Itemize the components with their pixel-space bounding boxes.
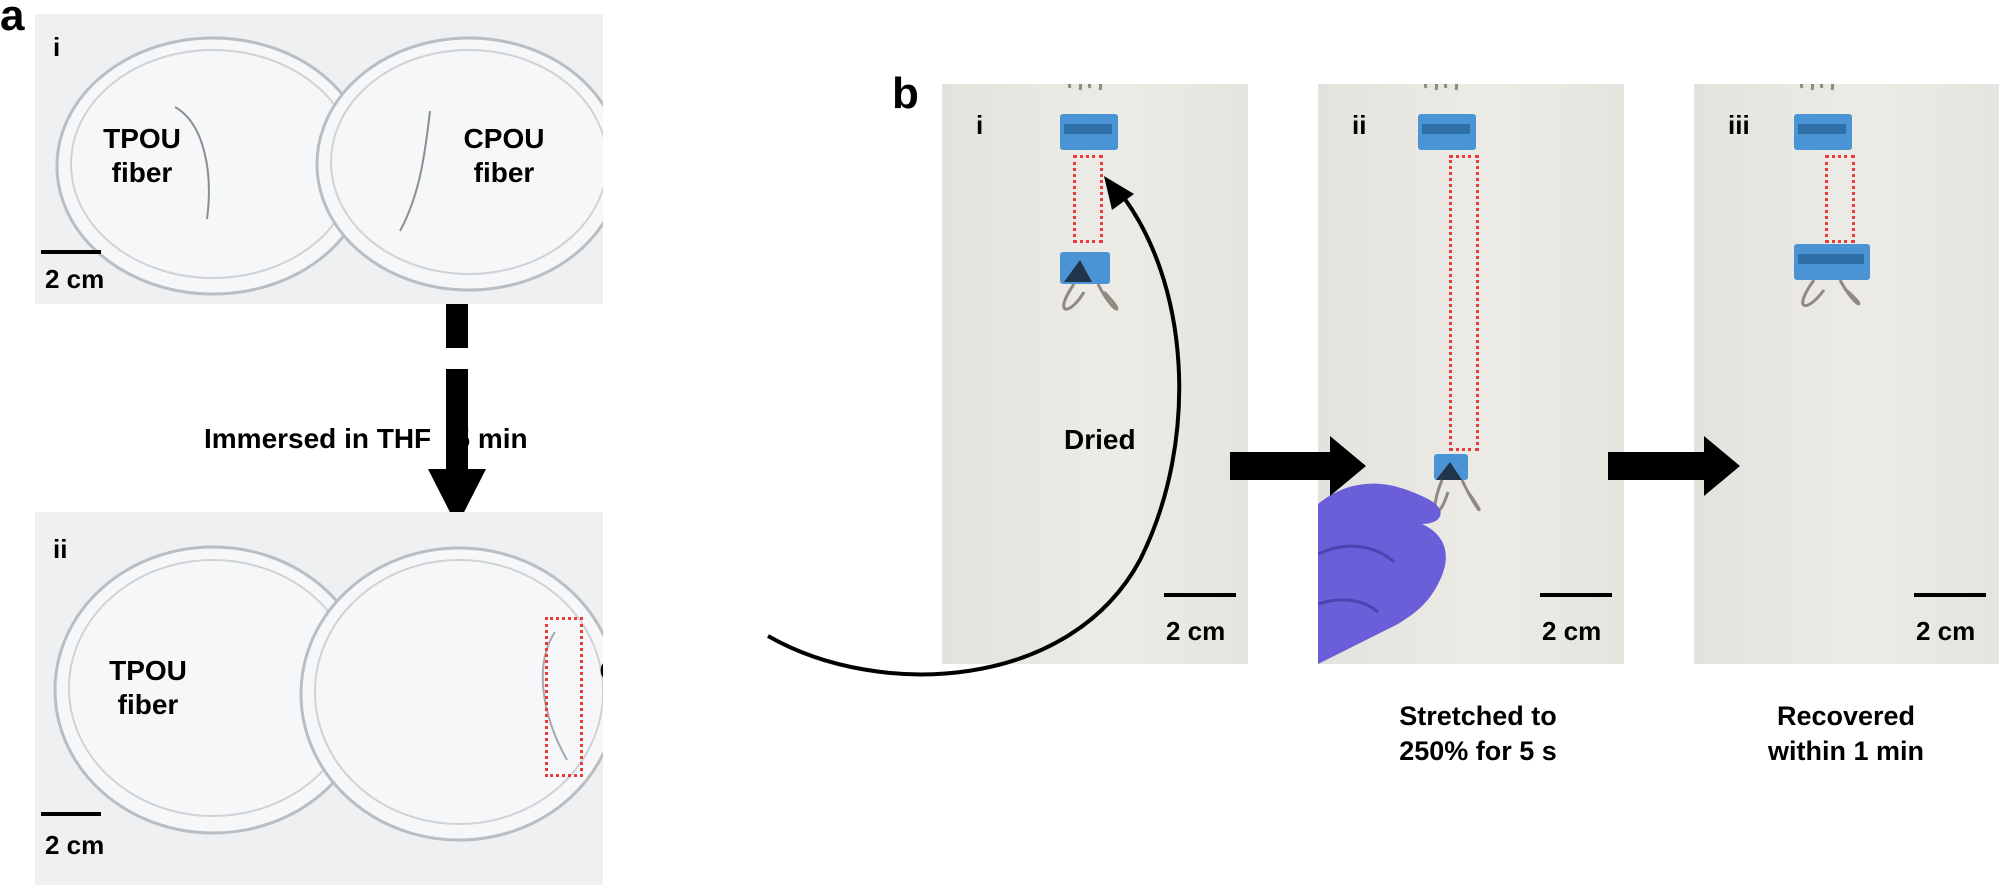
scale-text-b-ii: 2 cm (1542, 616, 1602, 646)
photo-a-i: i TPOU fiber CPOU fiber 2 cm (35, 14, 603, 304)
scale-bar-b-iii (1914, 593, 1986, 597)
scale-bar-b-i (1164, 593, 1236, 597)
highlight-box-a-ii (545, 617, 583, 777)
clips-b-ii (1318, 84, 1481, 664)
cpou-fiber-swollen (541, 631, 568, 761)
tpou-fiber (174, 106, 210, 220)
roman-label-a-ii: ii (53, 534, 68, 564)
scale-text-b-i: 2 cm (1166, 616, 1226, 646)
cpou-fiber (399, 110, 431, 232)
roman-label-a-i: i (53, 32, 61, 62)
scale-text-a-ii: 2 cm (45, 830, 105, 860)
highlight-box-b-ii (1449, 155, 1479, 451)
tpou-label-bottom: TPOU fiber (109, 655, 187, 721)
cpou-label-bottom: CPOU fiber (585, 654, 603, 722)
right-arrow-1 (1230, 436, 1366, 496)
highlight-box-b-i (1073, 155, 1103, 243)
highlight-box-b-iii (1825, 155, 1855, 243)
petri-dishes-a-ii (53, 545, 603, 842)
scale-bar-b-ii (1540, 593, 1612, 597)
petri-dishes-a-i (55, 36, 603, 296)
roman-label-b-iii: iii (1728, 110, 1750, 140)
glove (1318, 483, 1446, 664)
photo-a-ii: ii TPOU fiber CPOU fiber 2 cm (35, 512, 603, 885)
panel-a-letter: a (0, 0, 25, 40)
roman-label-b-i: i (976, 110, 984, 140)
scale-bar-a-ii (41, 812, 101, 816)
scale-text-a-i: 2 cm (45, 264, 105, 294)
dried-label: Dried (1064, 424, 1136, 455)
dried-curve-arrow (767, 188, 1182, 677)
panel-b-letter: b (892, 69, 919, 118)
clips-b-iii (1794, 84, 1870, 307)
roman-label-b-ii: ii (1352, 110, 1367, 140)
caption-b-ii: Stretched to 250% for 5 s (1399, 701, 1557, 767)
photo-b-i: i 2 cm (942, 84, 1248, 664)
immersed-label: Immersed in THF 5 min (204, 423, 528, 454)
clips-b-i (1060, 84, 1119, 311)
photo-b-iii: iii 2 cm (1694, 84, 1999, 664)
scale-text-b-iii: 2 cm (1916, 616, 1976, 646)
cpou-label-top: CPOU fiber (463, 123, 545, 189)
scale-bar-a-i (41, 250, 101, 254)
curve-arrowhead (1104, 176, 1134, 210)
right-arrow-2 (1608, 436, 1740, 496)
caption-b-iii: Recovered within 1 min (1767, 701, 1924, 767)
photo-b-ii: ii 2 cm (1318, 84, 1624, 664)
tpou-label-top: TPOU fiber (103, 123, 181, 189)
